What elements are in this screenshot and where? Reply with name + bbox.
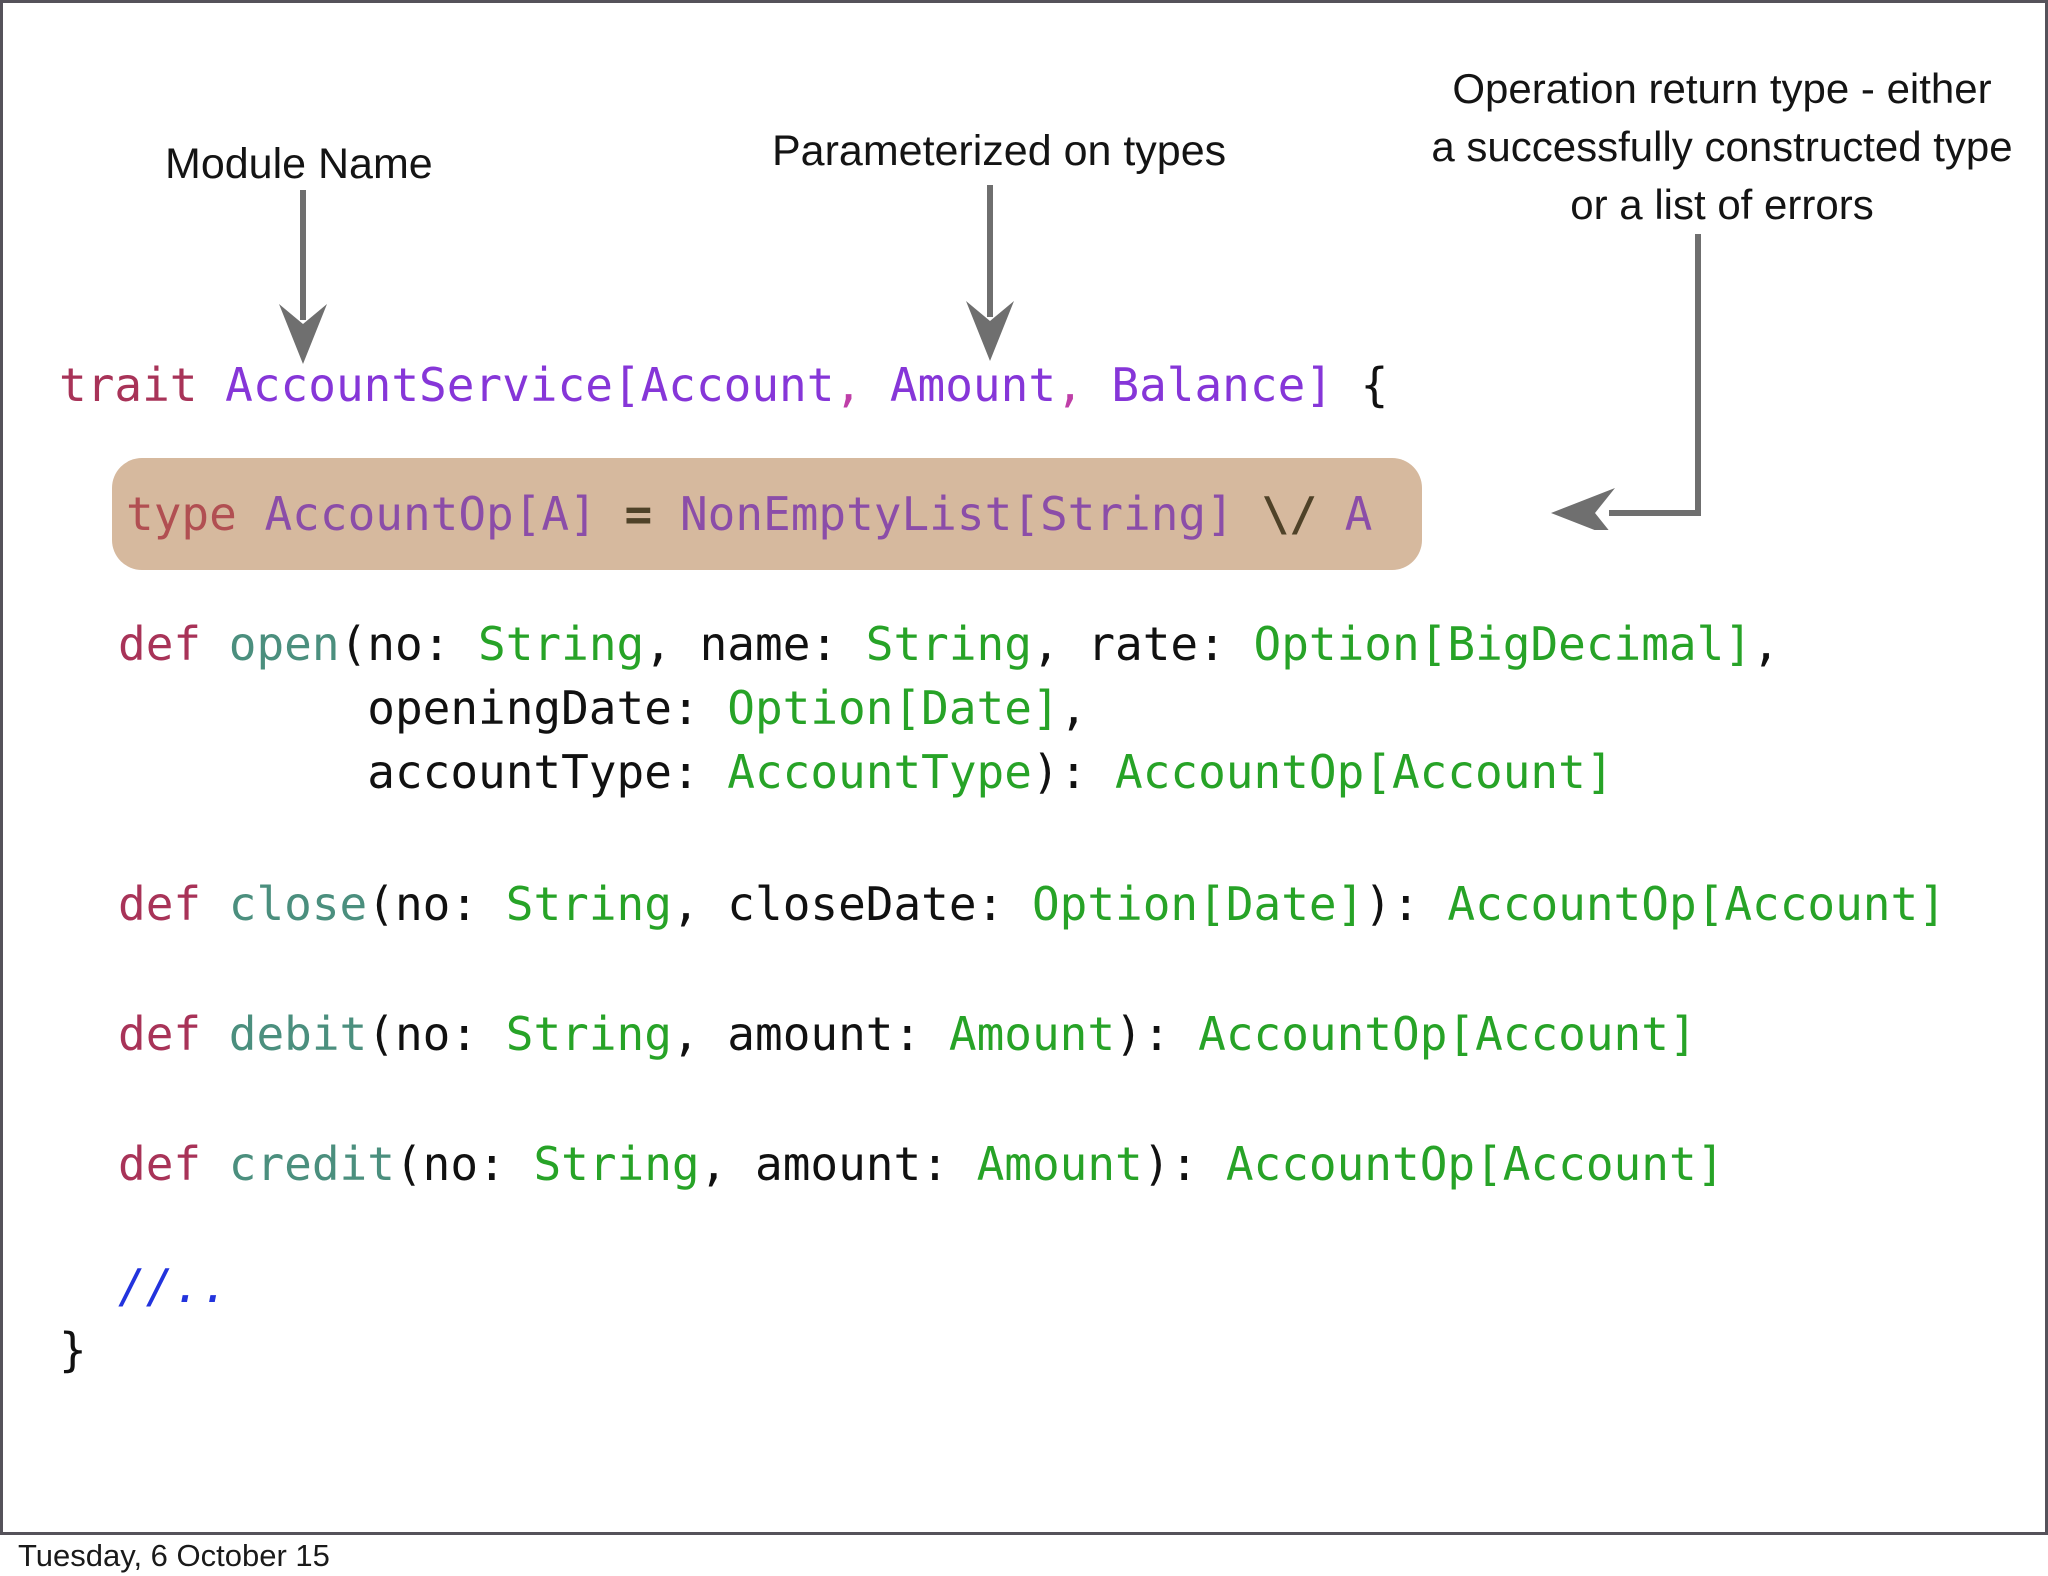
code-line-open-1: def open(no: String, name: String, rate:…	[118, 616, 1780, 672]
code-token: , rate:	[1031, 617, 1254, 671]
code-line-open-2: openingDate: Option[Date],	[118, 680, 1087, 736]
code-token: , amount:	[671, 1007, 949, 1061]
code-token: debit	[228, 1007, 368, 1061]
code-token: String	[533, 1137, 700, 1191]
annotation-return-type: Operation return type - either a success…	[1398, 60, 2046, 234]
code-token: , amount:	[699, 1137, 977, 1191]
code-token: (no:	[367, 1007, 506, 1061]
code-token: ,	[1752, 617, 1780, 671]
code-token: AccountService[Account	[225, 358, 835, 412]
code-line-comment: //..	[118, 1258, 229, 1314]
annotation-return-type-line3: or a list of errors	[1570, 180, 1874, 228]
code-token: =	[624, 487, 653, 541]
code-token: Option[BigDecimal]	[1253, 617, 1753, 671]
code-token: \/	[1261, 487, 1317, 541]
slide-date-footer: Tuesday, 6 October 15	[18, 1538, 330, 1573]
code-token: AccountOp[Account]	[1198, 1007, 1697, 1061]
slide-border-frame	[0, 0, 2048, 1535]
arrow-down-parameterized-icon	[966, 185, 1014, 361]
code-token: credit	[228, 1137, 395, 1191]
code-token: def	[118, 1007, 229, 1061]
annotation-return-type-line2: a successfully constructed type	[1431, 122, 2013, 170]
code-token: ):	[1142, 1137, 1226, 1191]
code-token: A	[1344, 487, 1373, 541]
code-token: def	[118, 1137, 229, 1191]
code-token: (no:	[394, 1137, 534, 1191]
code-token: String	[505, 877, 672, 931]
code-line-trait: trait AccountService[Account, Amount, Ba…	[59, 357, 1388, 413]
code-line-credit: def credit(no: String, amount: Amount): …	[118, 1136, 1724, 1192]
code-token: Option[Date]	[727, 681, 1060, 735]
code-token: AccountOp[A]	[264, 487, 597, 541]
code-line-close: def close(no: String, closeDate: Option[…	[118, 876, 1946, 932]
code-token: ):	[1364, 877, 1448, 931]
code-token	[1317, 487, 1345, 541]
code-token: //..	[118, 1259, 229, 1313]
code-token: ,	[1059, 681, 1088, 735]
code-token: String	[865, 617, 1032, 671]
code-token: close	[228, 877, 368, 931]
code-token: trait	[59, 358, 226, 412]
code-token: Amount	[889, 358, 1057, 412]
code-token	[597, 487, 625, 541]
arrow-elbow-return-type-icon	[1551, 234, 1701, 530]
code-token: ,	[834, 358, 890, 412]
code-line-type-alias: type AccountOp[A] = NonEmptyList[String]…	[126, 486, 1372, 542]
code-token: }	[59, 1323, 87, 1377]
code-token: , name:	[644, 617, 866, 671]
code-token: String	[505, 1007, 672, 1061]
code-token: (no:	[339, 617, 479, 671]
type-alias-highlight-box: type AccountOp[A] = NonEmptyList[String]…	[112, 458, 1422, 570]
code-token: ):	[1115, 1007, 1199, 1061]
annotation-module-name: Module Name	[165, 140, 433, 188]
code-token: type	[126, 487, 265, 541]
code-token: {	[1332, 358, 1389, 412]
code-token: AccountOp[Account]	[1225, 1137, 1725, 1191]
code-token: open	[228, 617, 340, 671]
arrow-down-module-name-icon	[279, 190, 327, 364]
code-token: Balance]	[1111, 358, 1333, 412]
code-token: Amount	[948, 1007, 1116, 1061]
code-token: ,	[1056, 358, 1112, 412]
code-token: def	[118, 617, 229, 671]
code-token: def	[118, 877, 229, 931]
code-token: String	[478, 617, 645, 671]
code-token: (no:	[367, 877, 506, 931]
code-token: Amount	[976, 1137, 1143, 1191]
code-token	[652, 487, 680, 541]
annotation-return-type-line1: Operation return type - either	[1452, 65, 1992, 112]
code-token: AccountOp[Account]	[1115, 745, 1614, 799]
code-token: AccountType	[727, 745, 1032, 799]
code-line-open-3: accountType: AccountType): AccountOp[Acc…	[118, 744, 1614, 800]
code-token: Option[Date]	[1031, 877, 1365, 931]
code-token: ):	[1031, 745, 1116, 799]
code-token: NonEmptyList[String]	[679, 487, 1234, 541]
code-token: accountType:	[118, 745, 728, 799]
code-token: AccountOp[Account]	[1447, 877, 1946, 931]
code-token	[1234, 487, 1262, 541]
code-token: openingDate:	[118, 681, 728, 735]
code-line-closing-brace: }	[59, 1322, 87, 1378]
code-line-debit: def debit(no: String, amount: Amount): A…	[118, 1006, 1697, 1062]
code-token: , closeDate:	[671, 877, 1032, 931]
annotation-parameterized: Parameterized on types	[772, 127, 1227, 175]
